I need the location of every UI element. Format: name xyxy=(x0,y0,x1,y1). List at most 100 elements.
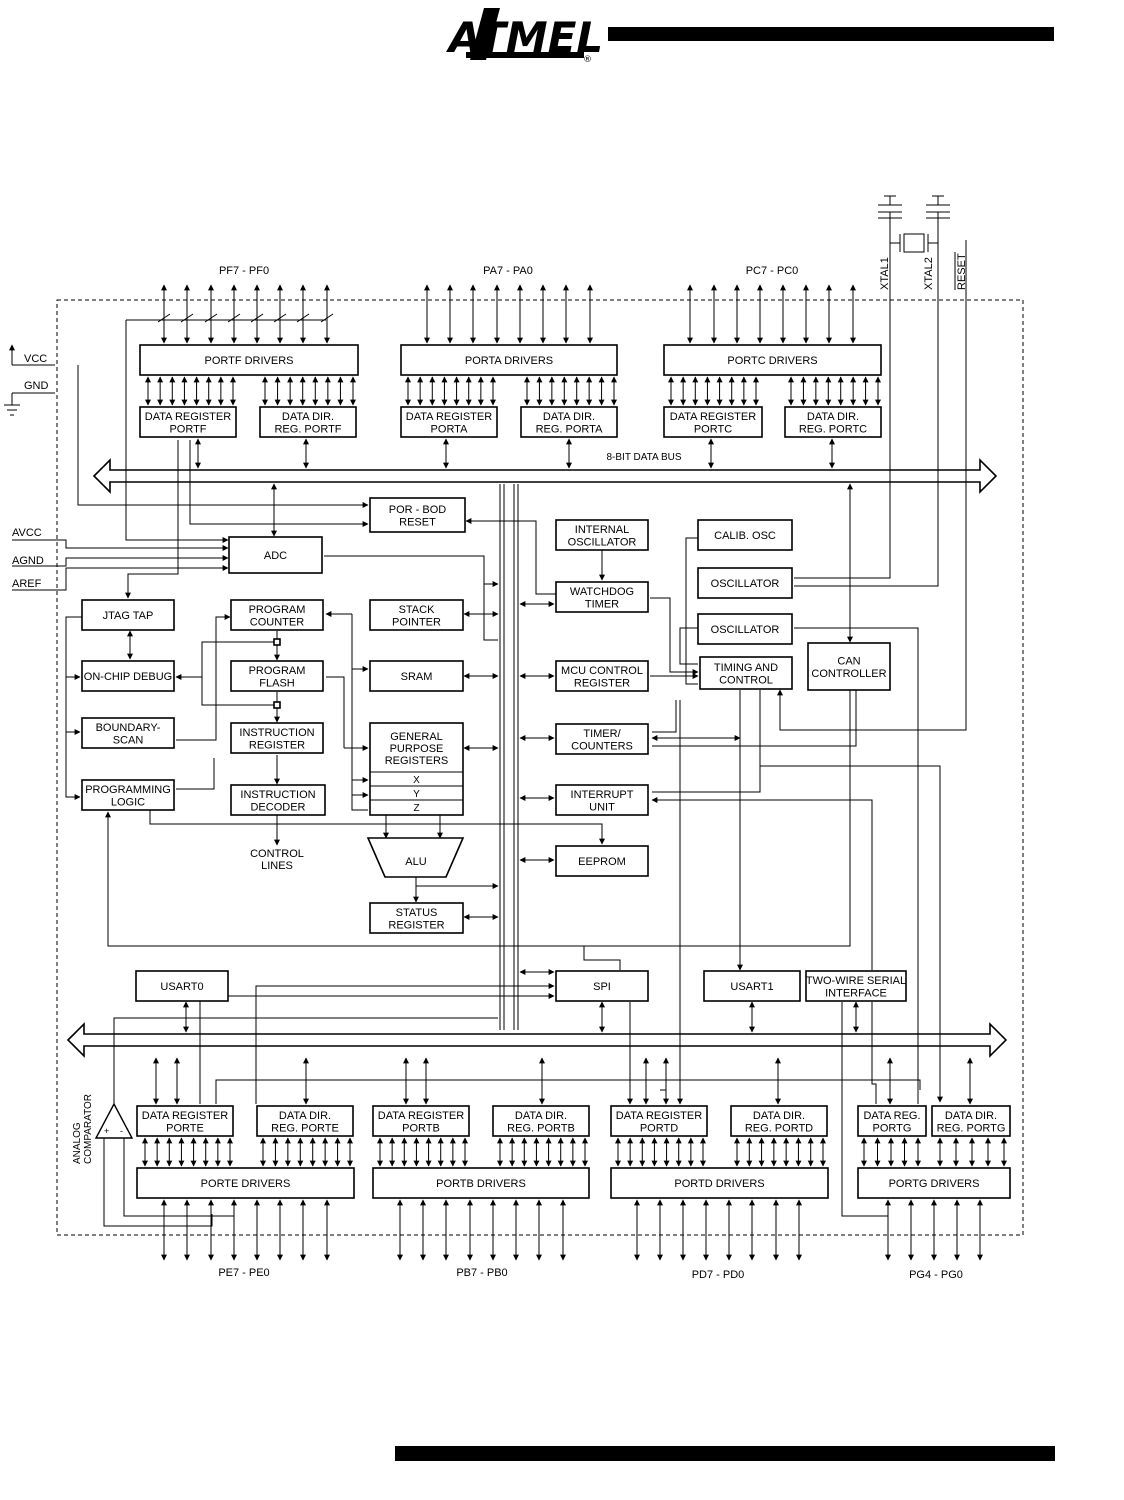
data-dir-portc-label-0: DATA DIR. xyxy=(807,411,859,423)
data-register-portf-label-1: PORTF xyxy=(169,423,206,435)
data-dir-portf: DATA DIR.REG. PORTF xyxy=(259,406,357,438)
port-label-pc: PC7 - PC0 xyxy=(746,265,799,277)
data-dir-portb: DATA DIR.REG. PORTB xyxy=(492,1105,590,1137)
data-bus-label: 8-BIT DATA BUS xyxy=(606,452,681,463)
mcu-control-register-label-0: MCU CONTROL xyxy=(561,665,643,677)
port-label-pd: PD7 - PD0 xyxy=(692,1269,745,1281)
data-register-portg-label-1: PORTG xyxy=(873,1122,912,1134)
watchdog-timer-label-0: WATCHDOG xyxy=(570,586,634,598)
data-dir-portd-label-0: DATA DIR. xyxy=(753,1110,805,1122)
data-dir-portb-label-0: DATA DIR. xyxy=(515,1110,567,1122)
data-dir-porte-label-1: REG. PORTE xyxy=(271,1122,339,1134)
signal-wires xyxy=(4,232,967,1227)
pf-switch-0 xyxy=(157,313,171,323)
usart1-label-0: USART1 xyxy=(730,981,773,993)
alu-block: ALU xyxy=(366,837,465,878)
portb-drivers: PORTB DRIVERS xyxy=(372,1167,590,1199)
usart0-label-0: USART0 xyxy=(160,981,203,993)
registered-mark: ® xyxy=(583,55,592,65)
data-dir-portg: DATA DIR.REG. PORTG xyxy=(931,1105,1011,1137)
data-register-portb-label-0: DATA REGISTER xyxy=(378,1110,464,1122)
porta-drivers: PORTA DRIVERS xyxy=(400,344,618,376)
pin-xtal2: XTAL2 xyxy=(923,257,935,290)
portc-drivers-label-0: PORTC DRIVERS xyxy=(727,355,817,367)
stack-pointer-label-0: STACK xyxy=(399,604,436,616)
stack-pointer-label-1: POINTER xyxy=(392,616,441,628)
data-register-portf-label-0: DATA REGISTER xyxy=(145,411,231,423)
svg-text:-: - xyxy=(120,1126,123,1136)
instruction-register-label-1: REGISTER xyxy=(249,739,305,751)
portf-drivers: PORTF DRIVERS xyxy=(139,344,359,376)
on-chip-debug: ON-CHIP DEBUG xyxy=(81,660,175,692)
portc-drivers: PORTC DRIVERS xyxy=(663,344,882,376)
can-controller-label-0: CAN xyxy=(837,655,860,667)
pf-switch-2 xyxy=(204,313,218,323)
timer-counters-label-0: TIMER/ xyxy=(583,728,621,740)
timer-counters-label-1: COUNTERS xyxy=(571,740,633,752)
port-label-pf: PF7 - PF0 xyxy=(219,265,269,277)
sram-label-0: SRAM xyxy=(401,671,433,683)
pf-switch-5 xyxy=(273,313,287,323)
two-wire-interface-label-0: TWO-WIRE SERIAL xyxy=(806,975,906,987)
junction-node-1 xyxy=(273,701,281,709)
svg-text:ALU: ALU xyxy=(405,856,426,868)
pf-switch-6 xyxy=(296,313,310,323)
data-register-portc-label-1: PORTC xyxy=(694,423,732,435)
analog-comparator: + - ANALOGCOMPARATOR xyxy=(72,1094,134,1164)
pf-switch-7 xyxy=(320,313,334,323)
junction-node-0 xyxy=(273,638,281,646)
jtag-tap-label-0: JTAG TAP xyxy=(103,610,154,622)
sram: SRAM xyxy=(369,660,464,692)
register-y: Y xyxy=(413,789,420,800)
adc: ADC xyxy=(228,536,323,574)
footer-bar xyxy=(395,1446,1055,1461)
internal-bus-right xyxy=(513,484,519,1030)
data-dir-portc-label-1: REG. PORTC xyxy=(799,423,867,435)
instruction-decoder-label-1: DECODER xyxy=(250,801,305,813)
xtal2-capacitor xyxy=(926,195,950,232)
pin-vcc: VCC xyxy=(24,353,47,365)
programming-logic-label-0: PROGRAMMING xyxy=(85,784,171,796)
program-counter-label-0: PROGRAM xyxy=(249,604,306,616)
data-dir-portg-label-0: DATA DIR. xyxy=(945,1110,997,1122)
port-arrows xyxy=(126,284,1007,1261)
data-bus-top xyxy=(92,458,998,494)
on-chip-debug-label-0: ON-CHIP DEBUG xyxy=(84,671,172,683)
register-x: X xyxy=(413,775,420,786)
data-register-portg: DATA REG.PORTG xyxy=(857,1105,927,1137)
adc-label-0: ADC xyxy=(264,550,287,562)
data-register-portd-label-0: DATA REGISTER xyxy=(616,1110,702,1122)
functional-blocks: PORTF DRIVERS PORTA DRIVERS PORTC DRIVERS D… xyxy=(81,344,1011,1199)
usart1: USART1 xyxy=(703,970,801,1002)
gpr-label-0: GENERAL xyxy=(390,731,443,743)
calib-oscillator: CALIB. OSC xyxy=(697,519,793,551)
pin-gnd: GND xyxy=(24,380,49,392)
mcu-control-register-label-1: REGISTER xyxy=(574,677,630,689)
timer-counters: TIMER/COUNTERS xyxy=(555,723,649,755)
porta-drivers-label-0: PORTA DRIVERS xyxy=(465,355,553,367)
boundary-scan: BOUNDARY-SCAN xyxy=(81,717,175,749)
programming-logic-label-1: LOGIC xyxy=(111,796,145,808)
data-register-portd-label-1: PORTD xyxy=(640,1122,678,1134)
spi: SPI xyxy=(555,970,649,1002)
gpr-label-1: PURPOSE xyxy=(390,743,444,755)
status-register-label-0: STATUS xyxy=(396,907,438,919)
oscillator-2-label-0: OSCILLATOR xyxy=(711,624,780,636)
internal-oscillator-label-1: OSCILLATOR xyxy=(568,536,637,548)
data-dir-porte: DATA DIR.REG. PORTE xyxy=(256,1105,354,1137)
data-dir-porta-label-1: REG. PORTA xyxy=(536,423,603,435)
port-label-pb: PB7 - PB0 xyxy=(456,1267,507,1279)
data-dir-portf-label-1: REG. PORTF xyxy=(274,423,341,435)
analog-comparator-label: ANALOGCOMPARATOR xyxy=(72,1094,94,1164)
